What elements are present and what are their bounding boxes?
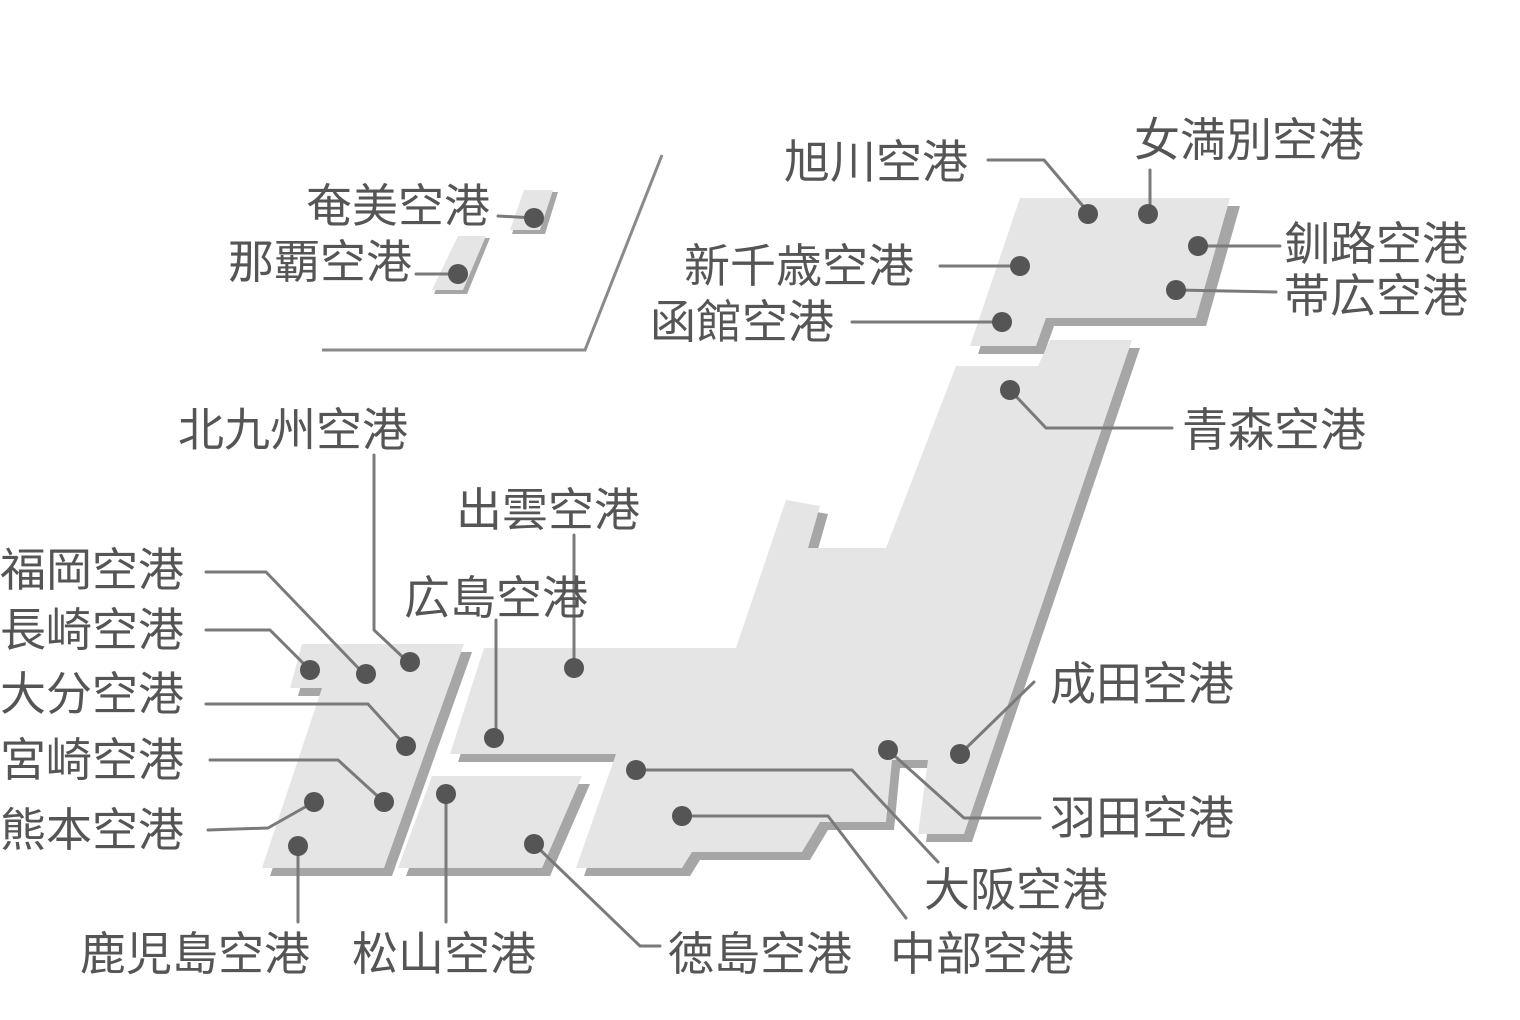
leader-haneda	[886, 748, 1042, 820]
leader-tokushima	[532, 842, 662, 948]
label-kagoshima: 鹿児島空港	[80, 927, 310, 981]
airport-dot-fukuoka	[356, 664, 376, 684]
label-kitakyushu: 北九州空港	[178, 403, 408, 457]
leader-oita	[204, 702, 408, 748]
airport-dot-oita	[396, 736, 416, 756]
leader-kitakyushu	[372, 453, 410, 664]
label-matsuyama: 松山空港	[352, 927, 536, 981]
label-amami: 奄美空港	[306, 179, 490, 233]
airport-dot-hakodate	[992, 312, 1012, 332]
airport-dot-osaka	[626, 760, 646, 780]
label-haneda: 羽田空港	[1050, 791, 1234, 845]
airport-dot-kumamoto	[304, 792, 324, 812]
airport-dot-miyazaki	[374, 792, 394, 812]
label-kushiro: 釧路空港	[1284, 217, 1468, 271]
hokkaido-region	[970, 198, 1240, 354]
airport-dot-kushiro	[1188, 236, 1208, 256]
airport-dot-narita	[950, 744, 970, 764]
leader-chubu	[680, 814, 908, 920]
airport-dot-memanbetsu	[1138, 204, 1158, 224]
leader-asahikawa	[986, 158, 1090, 214]
label-shin-chitose: 新千歳空港	[684, 239, 914, 293]
label-naha: 那覇空港	[228, 235, 412, 289]
airport-dot-izumo	[564, 658, 584, 678]
label-tokushima: 徳島空港	[668, 927, 852, 981]
label-oita: 大分空港	[0, 667, 184, 721]
leader-fukuoka	[204, 570, 366, 676]
leader-lines	[204, 158, 1282, 948]
label-izumo: 出雲空港	[456, 483, 640, 537]
airport-dot-chubu	[672, 806, 692, 826]
label-narita: 成田空港	[1050, 657, 1234, 711]
airport-dot-kagoshima	[288, 836, 308, 856]
kyushu-region	[262, 644, 472, 876]
label-asahikawa: 旭川空港	[784, 135, 968, 189]
label-memanbetsu: 女満別空港	[1134, 113, 1364, 167]
leader-aomori	[1008, 388, 1174, 430]
airport-dot-naha	[448, 264, 468, 284]
airport-dot-shin-chitose	[1010, 256, 1030, 276]
airport-dot-tokushima	[524, 834, 544, 854]
label-miyazaki: 宮崎空港	[0, 733, 184, 787]
label-obihiro: 帯広空港	[1284, 269, 1468, 323]
label-osaka: 大阪空港	[924, 863, 1108, 917]
label-hakodate: 函館空港	[650, 295, 834, 349]
inset-divider	[322, 154, 664, 352]
airport-dot-amami	[524, 208, 544, 228]
label-chubu: 中部空港	[890, 927, 1074, 981]
airport-dot-nagasaki	[300, 660, 320, 680]
airport-dot-aomori	[1000, 380, 1020, 400]
airport-dot-haneda	[878, 740, 898, 760]
leader-obihiro	[1174, 288, 1278, 294]
shikoku-region	[398, 776, 590, 876]
label-hiroshima: 広島空港	[404, 571, 588, 625]
airport-dot-matsuyama	[436, 784, 456, 804]
airport-dot-hiroshima	[484, 728, 504, 748]
label-aomori: 青森空港	[1182, 403, 1366, 457]
label-nagasaki: 長崎空港	[0, 603, 184, 657]
airport-labels: 旭川空港 女満別空港 新千歳空港 釧路空港 帯広空港 函館空港 青森空港 奄美空…	[0, 113, 1468, 981]
label-kumamoto: 熊本空港	[0, 803, 184, 857]
leader-kumamoto	[206, 800, 316, 832]
leader-miyazaki	[208, 758, 386, 804]
airport-dot-asahikawa	[1078, 204, 1098, 224]
leader-narita	[958, 680, 1036, 756]
leader-nagasaki	[204, 628, 312, 672]
leader-osaka	[634, 768, 940, 864]
airport-dot-kitakyushu	[400, 652, 420, 672]
airport-dots	[288, 204, 1208, 856]
airport-dot-obihiro	[1166, 280, 1186, 300]
label-fukuoka: 福岡空港	[0, 543, 184, 597]
